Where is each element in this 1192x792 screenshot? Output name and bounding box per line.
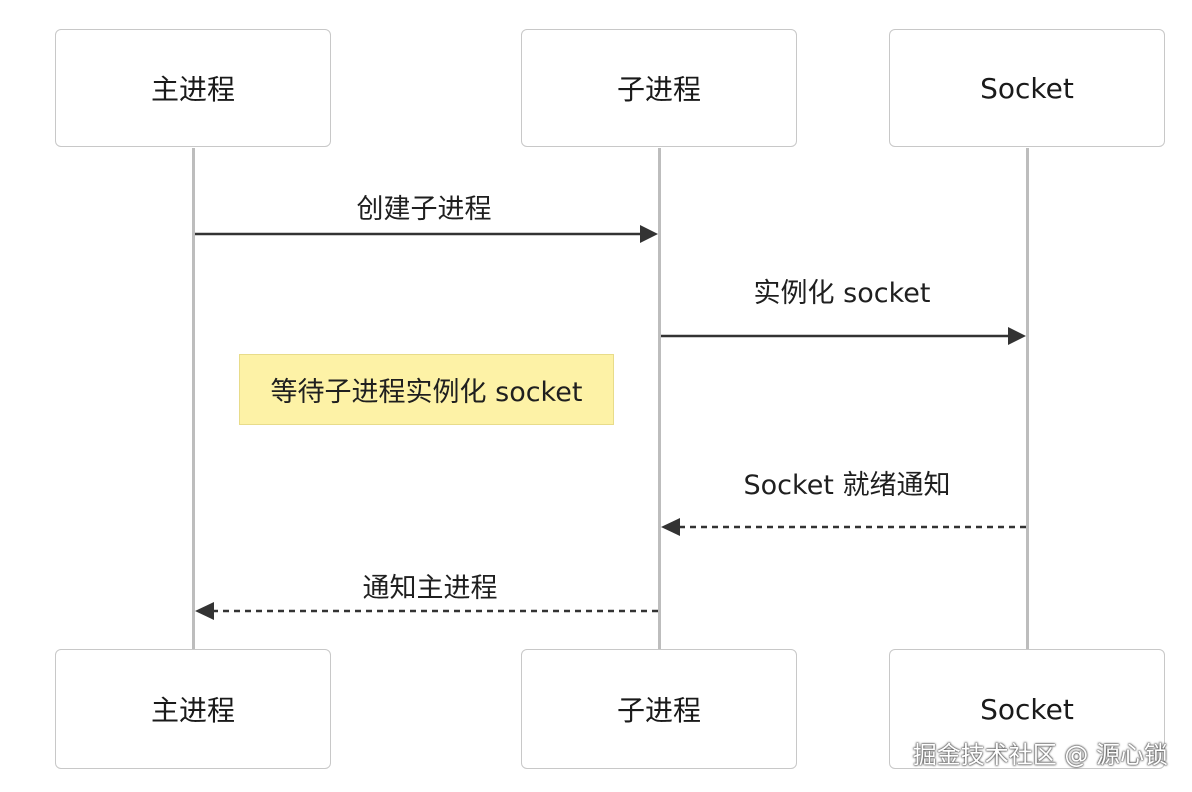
participant-child-process-bottom: 子进程 [521, 649, 797, 769]
arrowhead-left [195, 602, 214, 620]
participant-label: Socket [980, 692, 1074, 726]
lifeline-child-process [658, 148, 661, 650]
participant-label: 主进程 [150, 694, 235, 727]
participant-label: Socket [980, 71, 1074, 105]
message-label-create-child: 创建子进程 [356, 194, 492, 225]
participant-label: 子进程 [616, 73, 701, 106]
arrowhead-right [640, 225, 658, 243]
message-label-notify-main: 通知主进程 [362, 573, 498, 604]
participant-label: 子进程 [616, 694, 701, 727]
participant-socket-top: Socket [889, 29, 1165, 147]
message-label-socket-ready: Socket 就绪通知 [743, 470, 951, 501]
participant-socket-bottom: Socket [889, 649, 1165, 769]
note-text: 等待子进程实例化 socket [270, 377, 583, 408]
participant-main-process-top: 主进程 [55, 29, 331, 147]
participant-child-process-top: 子进程 [521, 29, 797, 147]
lifeline-main-process [192, 148, 195, 650]
message-label-instantiate-socket: 实例化 socket [753, 278, 931, 309]
participant-label: 主进程 [150, 73, 235, 106]
lifeline-socket [1026, 148, 1029, 650]
note-waiting: 等待子进程实例化 socket [239, 354, 614, 425]
arrowhead-right [1008, 327, 1026, 345]
arrowhead-left [661, 518, 680, 536]
participant-main-process-bottom: 主进程 [55, 649, 331, 769]
watermark: 掘金技术社区 @ 源心锁 [912, 741, 1168, 769]
